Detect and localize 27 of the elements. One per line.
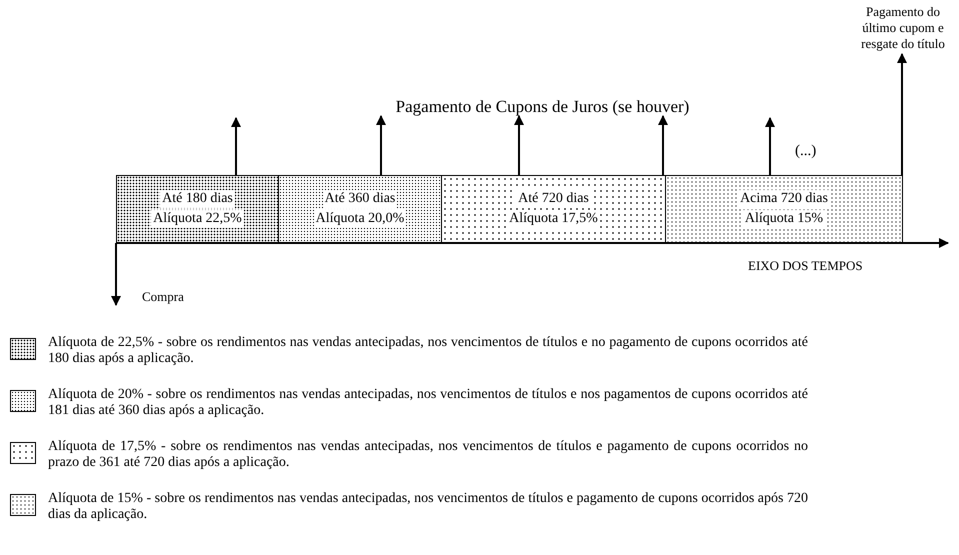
period-box [441,175,666,243]
arrow [376,115,386,175]
box-label: Até 180 dias [160,190,235,208]
arrow [514,115,524,175]
box-label: Alíquota 20,0% [314,210,406,228]
axis-label: EIXO DOS TEMPOS [748,258,864,274]
arrow [897,53,907,175]
period-box [116,175,279,243]
note-text: (...) [795,142,818,160]
box-label: Alíquota 15% [742,210,826,228]
box-label: Alíquota 17,5% [507,210,600,228]
legend-text: Alíquota de 17,5% - sobre os rendimentos nas vendas antecipadas, nos vencimentos de títulos e pagamento de cupons ocorridos no prazo de 361 até 720 dias após a aplicação. [48,439,808,471]
event-label: Compra [142,289,185,305]
legend-text: Alíquota de 15% - sobre os rendimentos nas vendas antecipadas, nos vencimentos de títulos e pagamento de cupons ocorridos após 720 dias da aplicação. [48,491,808,523]
box-label: Até 360 dias [322,190,398,208]
arrow [111,243,121,306]
arrow [765,117,775,175]
period-box [665,175,903,243]
arrow [658,115,668,175]
period-box [278,175,442,243]
heading: Pagamento de Cupons de Juros (se houver) [330,98,755,116]
event-label: Pagamento do último cupom e resgate do título [850,4,956,54]
arrow [231,117,241,175]
legend-text: Alíquota de 20% - sobre os rendimentos nas vendas antecipadas, nos vencimentos de títulos e nos pagamentos de cupons ocorridos até 181 dias até 360 dias após a aplicação. [48,387,808,419]
box-label: Acima 720 dias [738,190,830,208]
box-label: Alíquota 22,5% [151,210,244,228]
legend-text: Alíquota de 22,5% - sobre os rendimentos nas vendas antecipadas, nos vencimentos de títulos e no pagamento de cupons ocorridos até 180 dias após a aplicação. [48,335,808,367]
